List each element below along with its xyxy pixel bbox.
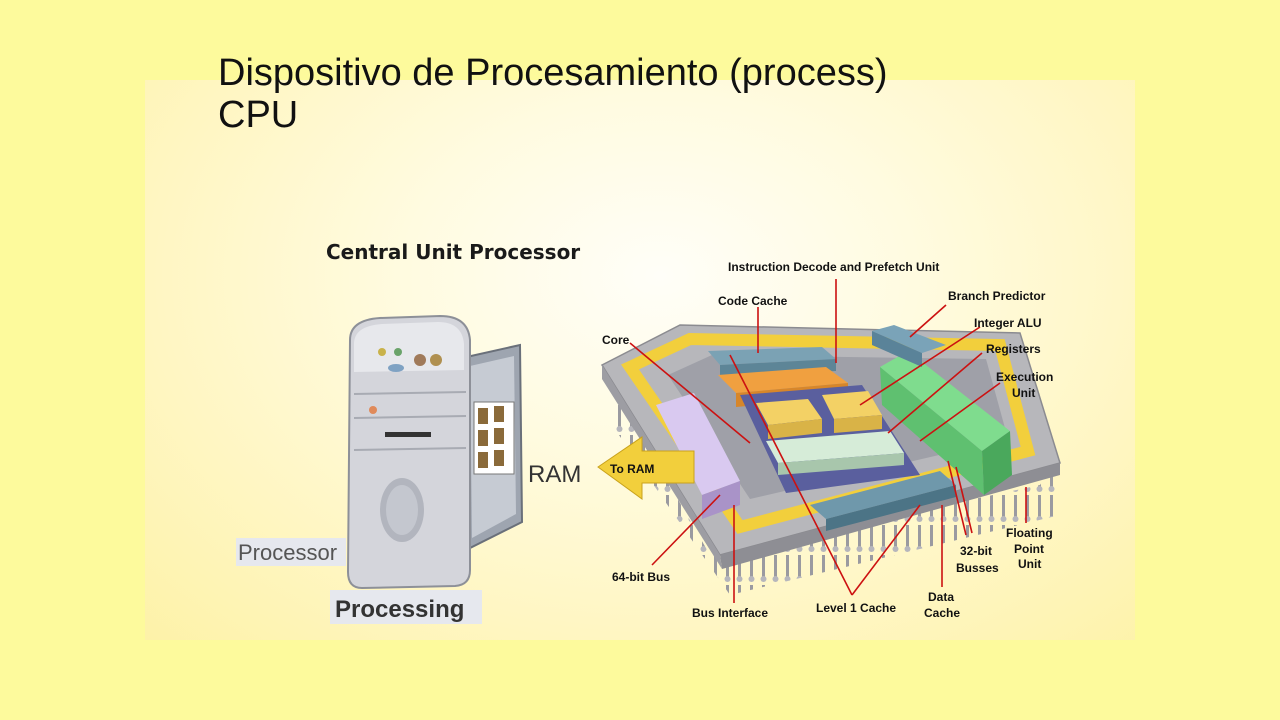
label-code-cache: Code Cache	[718, 294, 788, 308]
label-floating-point-line1: Floating	[1006, 526, 1053, 540]
label-bus-interface: Bus Interface	[692, 606, 768, 620]
data-cache-block	[810, 471, 956, 531]
leader-lines	[629, 279, 1027, 603]
title-line-2: CPU	[218, 94, 299, 136]
label-branch-predictor: Branch Predictor	[948, 289, 1046, 303]
tower-body	[346, 314, 471, 590]
label-data-cache-line1: Data	[928, 590, 954, 604]
computer-tower-illustration: RAM Processor Processing	[236, 314, 581, 624]
to-ram-arrow: To RAM	[597, 436, 695, 500]
integer-alu-block	[756, 391, 882, 439]
to-ram-label: To RAM	[610, 462, 654, 476]
label-32bit-busses-line2: Busses	[956, 561, 999, 575]
label-floating-point-line3: Unit	[1018, 557, 1041, 571]
processing-label: Processing	[335, 596, 464, 623]
label-execution-unit-line1: Execution	[996, 370, 1053, 384]
ram-chips	[473, 401, 515, 475]
ram-label: RAM	[528, 461, 581, 488]
slide-title: Dispositivo de Procesamiento (process) C…	[218, 52, 1118, 136]
label-level1-cache: Level 1 Cache	[816, 601, 896, 615]
label-floating-point-line2: Point	[1014, 542, 1044, 556]
label-instruction-decode: Instruction Decode and Prefetch Unit	[728, 260, 939, 274]
processor-label: Processor	[238, 540, 337, 565]
registers-block	[766, 431, 904, 475]
cpu-diagram: To RAM Instruction Decode and Prefetch U…	[597, 260, 1061, 620]
branch-predictor-block	[872, 325, 946, 367]
label-integer-alu: Integer ALU	[974, 316, 1042, 330]
label-execution-unit-line2: Unit	[1012, 386, 1035, 400]
bus-interface-block	[656, 393, 740, 519]
chip-pins	[612, 385, 1060, 595]
label-data-cache-line2: Cache	[924, 606, 960, 620]
label-registers: Registers	[986, 342, 1041, 356]
label-32bit-busses-line1: 32-bit	[960, 544, 992, 558]
execution-unit-block	[880, 351, 1012, 495]
title-line-1: Dispositivo de Procesamiento (process)	[218, 52, 888, 94]
label-64bit-bus: 64-bit Bus	[612, 570, 670, 584]
label-core: Core	[602, 333, 630, 347]
subtitle: Central Unit Processor	[326, 240, 581, 264]
